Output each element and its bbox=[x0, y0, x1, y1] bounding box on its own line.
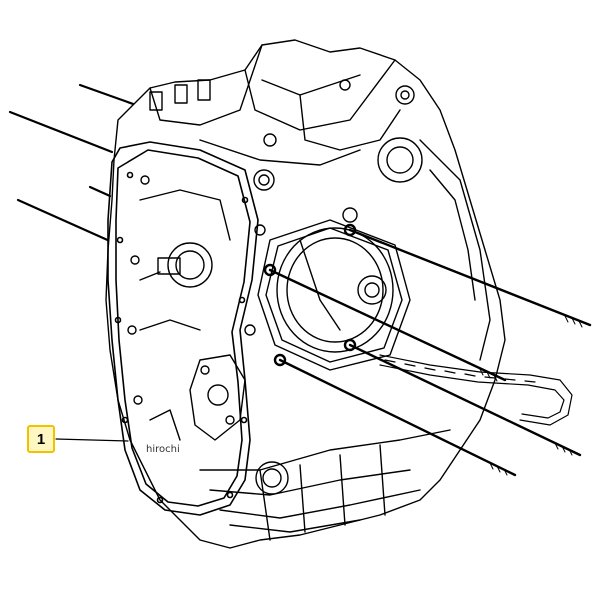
right-studs bbox=[263, 223, 592, 477]
watermark-text: hirochi bbox=[146, 444, 180, 455]
crankcase-gasket bbox=[107, 141, 259, 516]
crankcase-body bbox=[105, 39, 506, 549]
callout-leader-line bbox=[55, 438, 129, 442]
stud-threads bbox=[479, 315, 583, 476]
callout-1: 1 bbox=[27, 425, 55, 453]
